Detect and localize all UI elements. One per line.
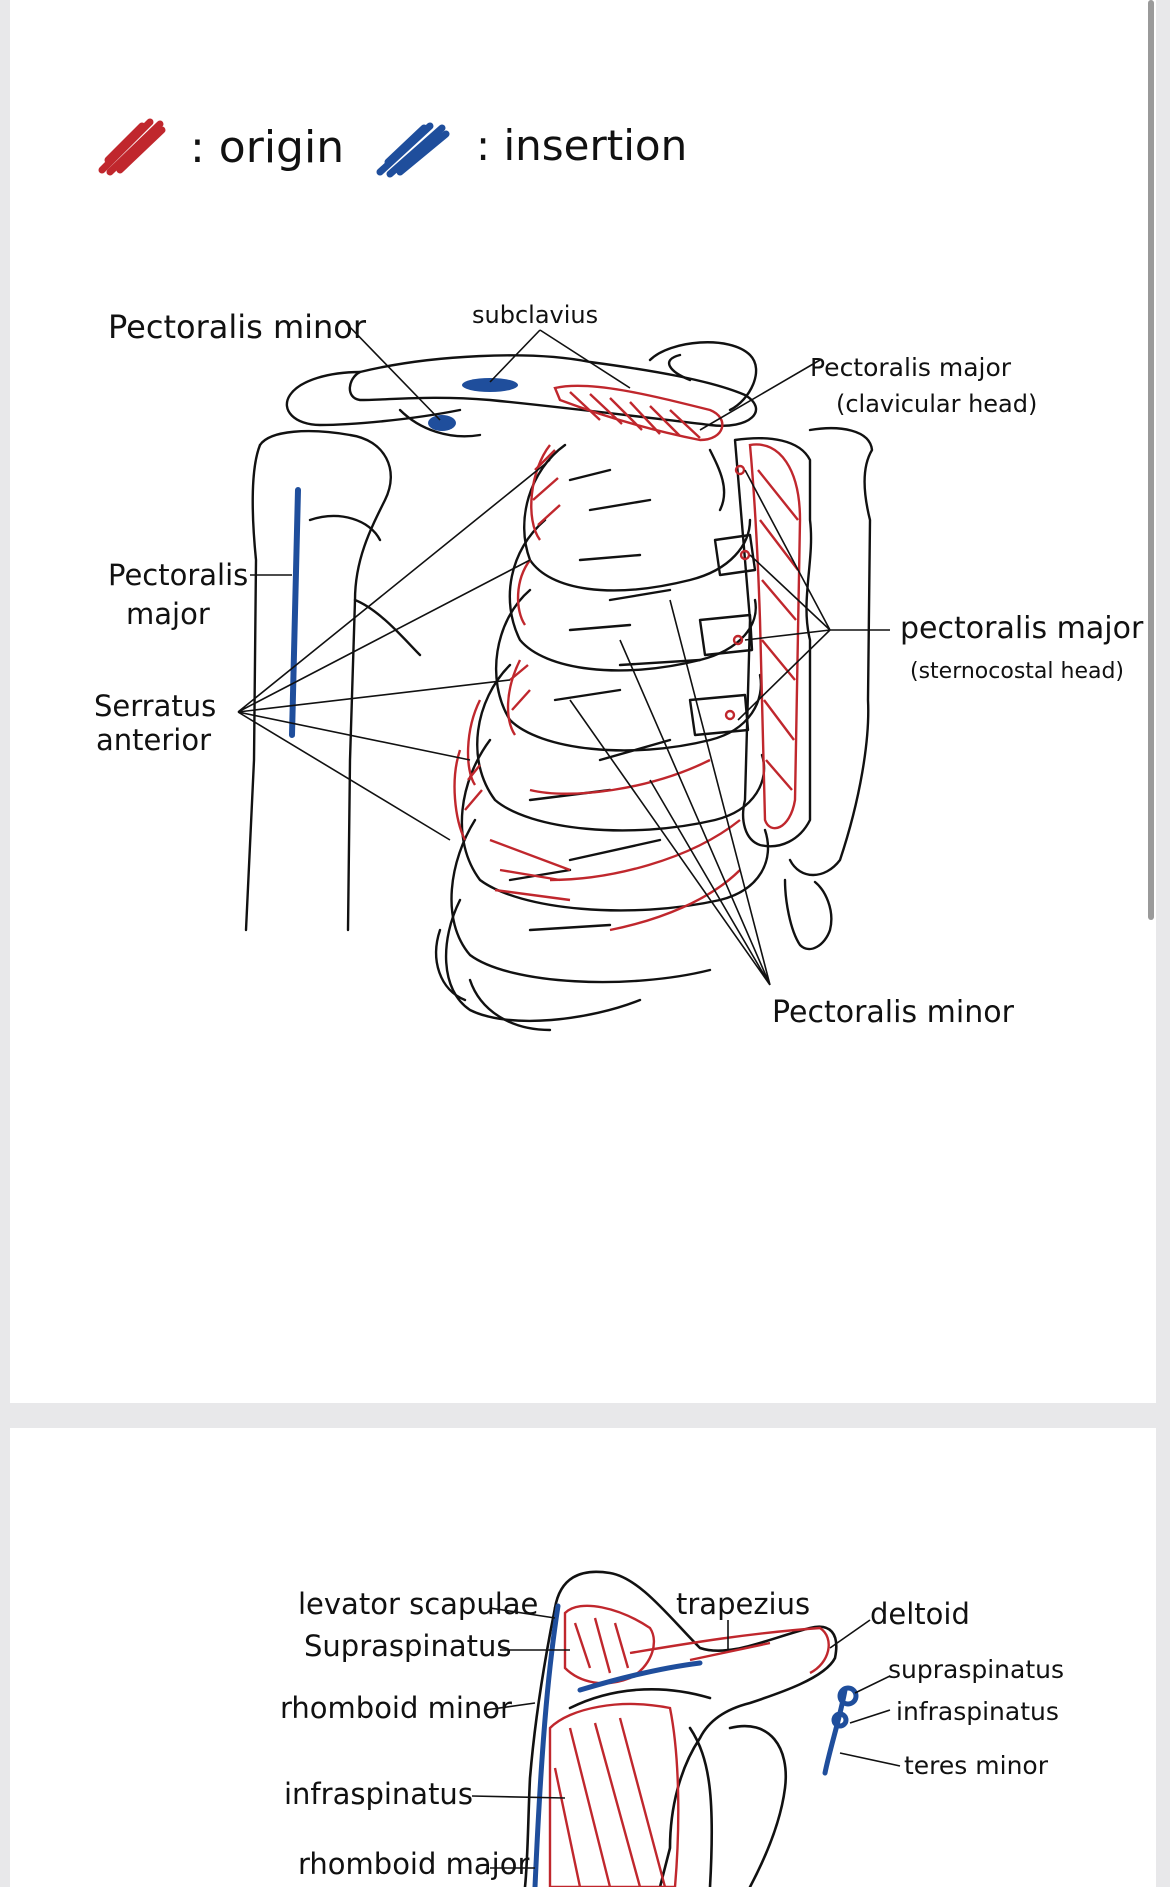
label-supraspinatus-right: supraspinatus <box>888 1655 1064 1684</box>
legend-insertion-label: : insertion <box>476 121 687 170</box>
page-two: levator scapulae Supraspinatus rhomboid … <box>10 1428 1156 1887</box>
label-pec-major-clavicular-2: (clavicular head) <box>836 390 1037 418</box>
insertion-regions <box>289 378 518 738</box>
label-rhomboid-major: rhomboid major <box>298 1847 529 1881</box>
leader-lines <box>237 321 890 986</box>
legend-origin-label: : origin <box>190 122 344 173</box>
label-pec-major-sterno-2: (sternocostal head) <box>910 659 1124 684</box>
scapula-posterior-diagram: levator scapulae Supraspinatus rhomboid … <box>280 1570 1064 1887</box>
label-levator-scapulae: levator scapulae <box>298 1587 538 1621</box>
label-serratus-2: anterior <box>96 723 211 757</box>
label-pectoralis-minor-bottom: Pectoralis minor <box>772 995 1015 1030</box>
scapula-outline <box>523 1570 838 1887</box>
label-pec-major-clavicular-1: Pectoralis major <box>810 353 1012 382</box>
label-pec-major-left-1: Pectoralis <box>108 558 248 592</box>
label-pec-major-left-2: major <box>126 597 210 631</box>
label-rhomboid-minor: rhomboid minor <box>280 1691 512 1725</box>
thorax-anterior-diagram: : origin : insertion <box>94 118 1144 1032</box>
label-serratus-1: Serratus <box>94 689 216 723</box>
label-pec-major-sterno-1: pectoralis major <box>900 611 1144 646</box>
label-pectoralis-minor-top: Pectoralis minor <box>108 308 367 346</box>
label-supraspinatus-left: Supraspinatus <box>304 1629 511 1663</box>
label-trapezius: trapezius <box>676 1587 810 1621</box>
legend-insertion-swatch-icon <box>376 122 450 178</box>
label-teres-minor: teres minor <box>904 1751 1049 1780</box>
label-infraspinatus-left: infraspinatus <box>284 1777 473 1811</box>
scrollbar[interactable] <box>1148 0 1154 920</box>
legend-origin-swatch-icon <box>98 118 166 176</box>
origin-regions <box>453 384 802 932</box>
label-subclavius: subclavius <box>472 301 598 329</box>
scapula-leader-lines <box>471 1607 901 1869</box>
label-deltoid: deltoid <box>870 1597 970 1631</box>
label-infraspinatus-right: infraspinatus <box>896 1697 1059 1726</box>
scapula-origin-regions <box>548 1604 830 1887</box>
scapula-insertion-regions <box>532 1603 859 1887</box>
page-one: : origin : insertion <box>10 0 1156 1403</box>
skeleton-outline <box>244 341 874 1032</box>
